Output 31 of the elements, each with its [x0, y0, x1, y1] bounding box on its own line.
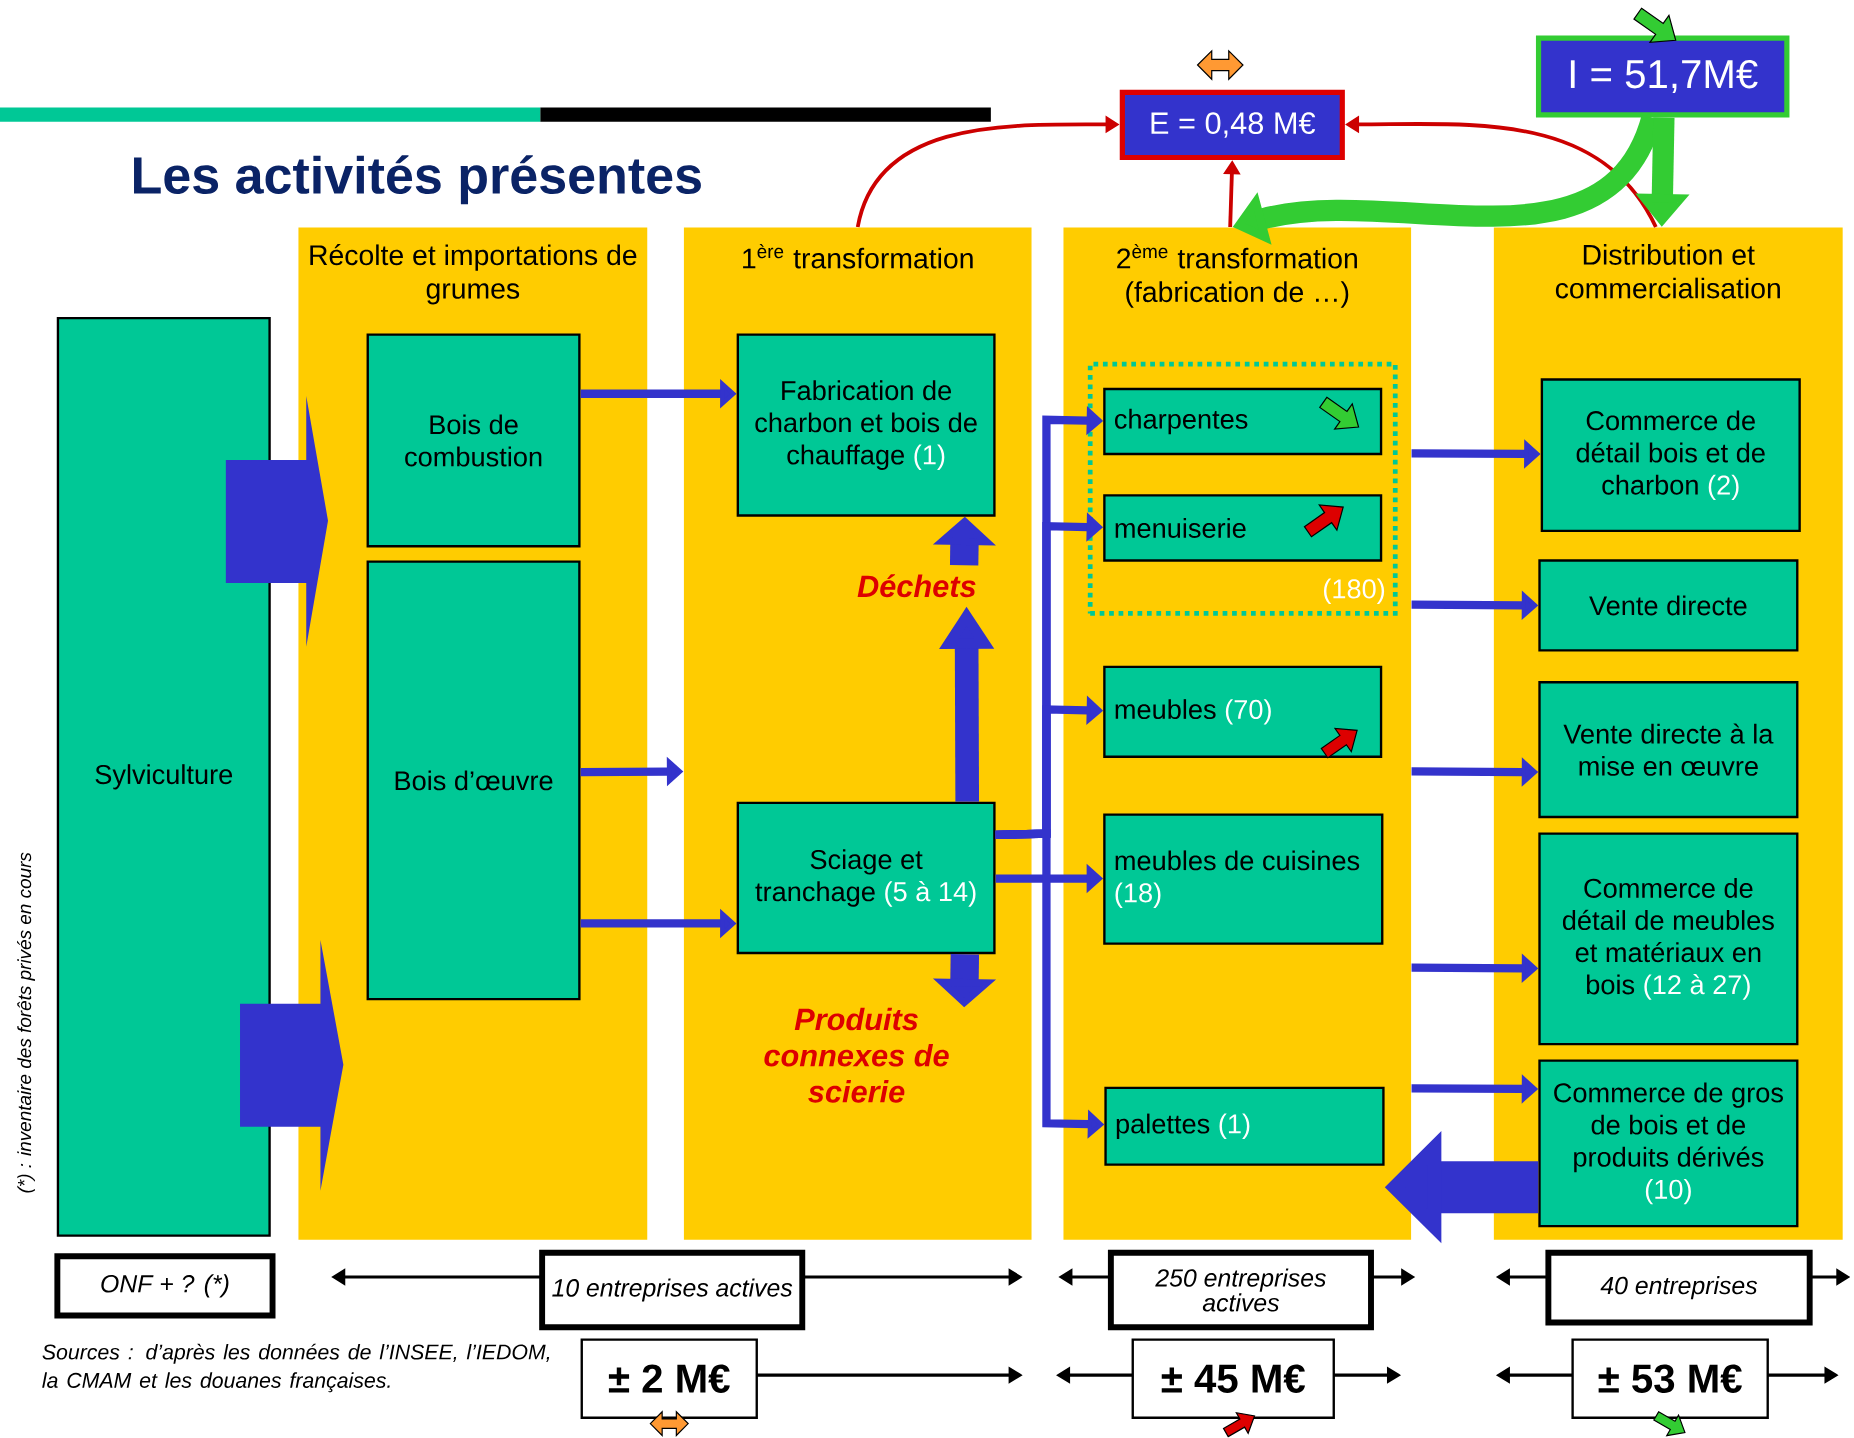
title: Les activités présentes: [134, 155, 701, 205]
block-arrow: [225, 396, 328, 647]
source-note: Sources : d’après les données de l’INSEE, l’IEDOM, la CMAM et les douanes françaises.: [42, 1343, 550, 1393]
process-box: Bois d’œuvre: [366, 560, 581, 1001]
block-arrow: [240, 940, 344, 1191]
value-box: I = 51,7M€: [1535, 35, 1790, 118]
footnote-text: (*) : inventaire des forêts privés en cours: [17, 852, 35, 1193]
process-box: charpentes: [1103, 387, 1383, 456]
process-box: meubles de cuisines (18): [1103, 813, 1384, 945]
process-box: Commerce de détail de meubles et matériaux en bois (12 à 27): [1538, 832, 1799, 1046]
count-box: ONF + ? (*): [54, 1253, 276, 1319]
process-box: Vente directe: [1538, 559, 1799, 652]
amount-box: ± 2 M€: [580, 1338, 758, 1419]
value-box: E = 0,48 M€: [1119, 89, 1345, 161]
process-box: Commerce de gros de bois et de produits dérivés (10): [1538, 1059, 1799, 1228]
count-box: 40 entreprises: [1545, 1249, 1813, 1326]
annotation-text: Produits connexes de scierie: [764, 1007, 949, 1103]
amount-box: ± 45 M€: [1131, 1338, 1335, 1419]
process-box: Bois de combustion: [366, 333, 581, 548]
process-box: Sciage et tranchage (5 à 14): [736, 801, 996, 955]
annotation-text: Déchets: [857, 574, 976, 598]
process-box: Sylviculture: [56, 317, 271, 1237]
process-box: palettes (1): [1104, 1086, 1385, 1166]
process-box: meubles (70): [1103, 665, 1383, 758]
process-box: Fabrication de charbon et bois de chauffage (1): [736, 333, 996, 517]
count-box: 10 entreprises actives: [539, 1249, 806, 1331]
process-box: Vente directe à la mise en œuvre: [1538, 681, 1799, 819]
process-box: Commerce de détail bois et de charbon (2): [1540, 378, 1801, 533]
count-box: 250 entreprises actives: [1107, 1249, 1374, 1331]
process-box: menuiserie: [1103, 494, 1383, 562]
amount-box: ± 53 M€: [1571, 1338, 1769, 1419]
